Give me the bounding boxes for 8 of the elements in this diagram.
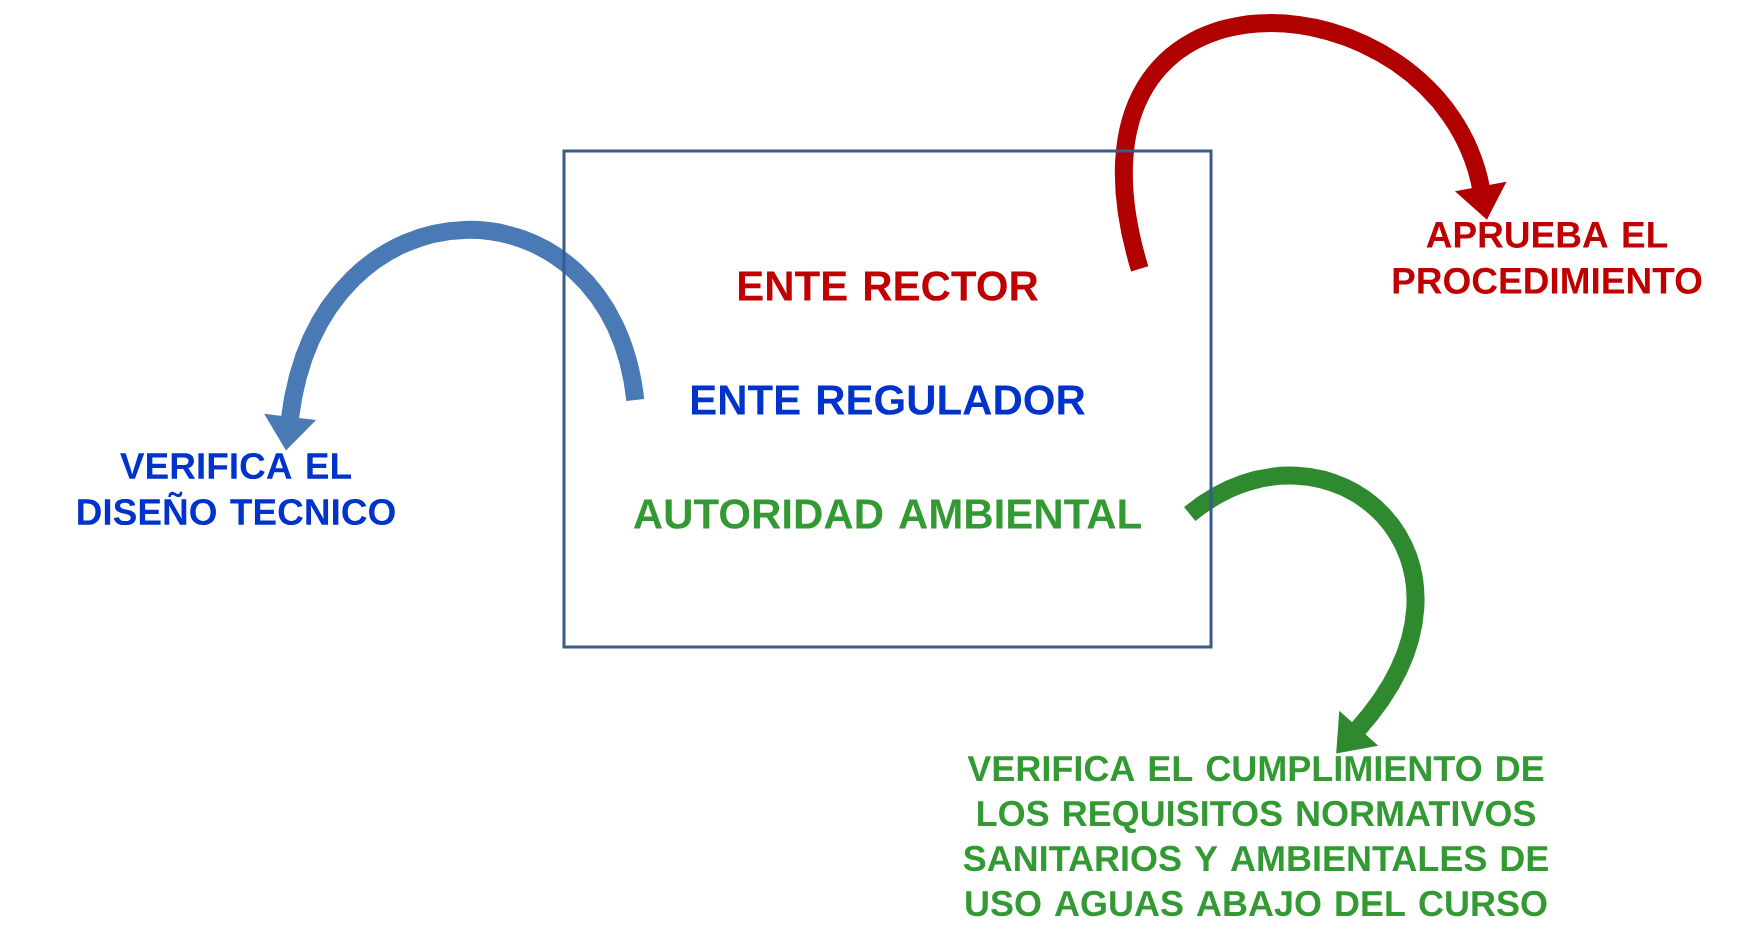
label-text: VERIFICA EL DISEÑO TECNICO: [78, 452, 395, 526]
label-text: ENTE RECTOR: [739, 271, 1038, 301]
label-text: APRUEBA EL PROCEDIMIENTO: [1393, 222, 1702, 294]
label-text: AUTORIDAD AMBIENTAL: [633, 499, 1141, 529]
label-text: VERIFICA EL CUMPLIMIENTO DE LOS REQUISITOS NORMATIVOS SANITARIOS Y AMBIENTALES DE USO AGUAS ABAJO DEL CURSO: [963, 755, 1548, 917]
label-text: ENTE REGULADOR: [692, 385, 1085, 415]
frame-box: [562, 149, 1213, 649]
curved-arrow: [1115, 14, 1507, 271]
